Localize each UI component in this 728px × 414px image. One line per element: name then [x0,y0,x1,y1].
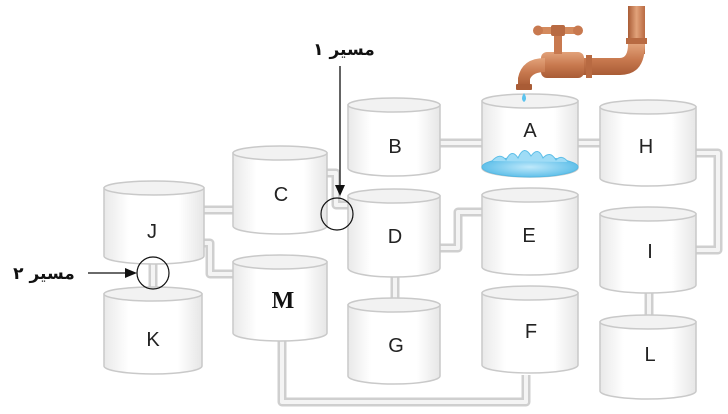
label-h: H [639,136,653,158]
tank-b [347,97,441,177]
label-a: A [523,120,537,142]
water-surface [481,150,579,178]
label-c: C [274,184,288,206]
pipes-inner [151,141,720,404]
label-e: E [522,225,535,247]
pipe-h-i [695,148,723,255]
label-f: F [525,321,537,343]
tank-i [599,206,697,294]
label-m: M [272,288,295,314]
tank-l [599,314,697,400]
faucet-icon [516,6,647,102]
path2-label: مسیر ۲ [13,264,75,284]
tank-k [103,286,203,375]
label-j: J [147,221,157,243]
pipe-j-m [201,238,236,279]
tank-d [347,188,441,278]
label-d: D [388,226,402,248]
tank-g [347,297,441,385]
label-g: G [388,335,404,357]
pipe-d-e [440,207,482,253]
tank-c [232,145,328,235]
label-b: B [388,136,401,158]
tank-f [481,285,579,374]
tank-labels: A B C D E F G H I J K L M [146,120,655,366]
path1-marker: مسیر ۱ [313,40,375,231]
tank-h [599,99,697,187]
path1-label: مسیر ۱ [313,40,375,60]
label-l: L [644,344,655,366]
tank-e [481,187,579,276]
path2-marker: مسیر ۲ [13,256,170,290]
label-i: I [647,241,653,263]
label-k: K [146,329,160,351]
tank-j [103,180,205,265]
tank-m [232,254,328,342]
